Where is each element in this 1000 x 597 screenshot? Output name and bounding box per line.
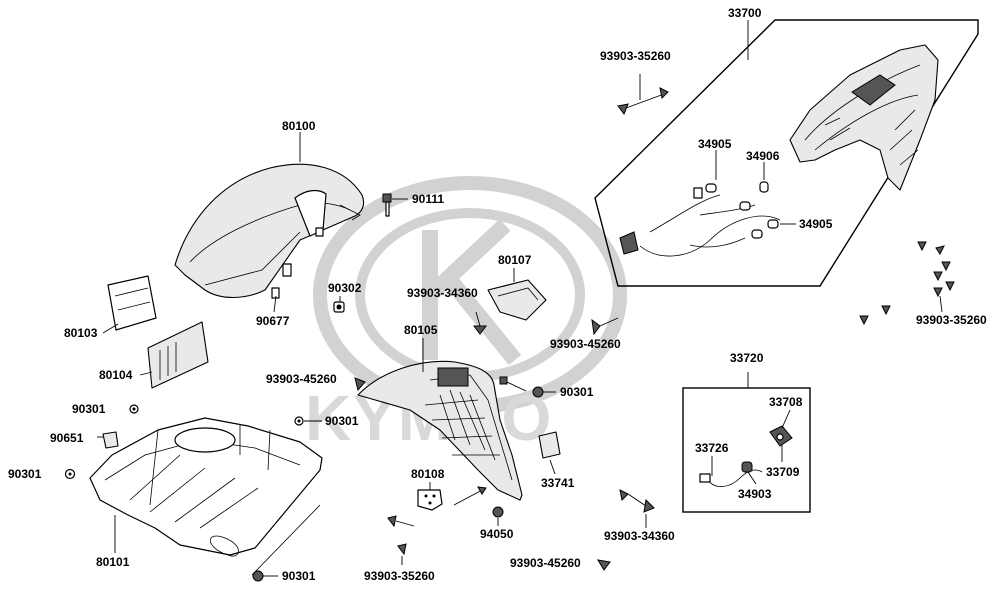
leader <box>781 409 791 429</box>
label-90301-e: 90301 <box>560 385 594 399</box>
leader <box>273 295 277 313</box>
license-lamp-part <box>699 425 793 487</box>
label-93903-35260-b: 93903-35260 <box>600 49 671 63</box>
label-33741: 33741 <box>541 476 575 490</box>
screw-93903-35260-c-part <box>859 241 955 326</box>
label-34905-a: 34905 <box>698 137 732 151</box>
label-90302: 90302 <box>328 281 362 295</box>
label-34905-b: 34905 <box>799 217 833 231</box>
screw-93903-45260-b-part <box>591 317 619 336</box>
label-33709: 33709 <box>766 465 800 479</box>
taillight-assembly-part <box>789 44 939 191</box>
group-box-33720 <box>682 387 811 513</box>
label-90301-b: 90301 <box>8 467 42 481</box>
license-bracket-part <box>357 360 523 501</box>
label-34906: 34906 <box>746 149 780 163</box>
nut-90301-c-part <box>294 416 304 426</box>
leader <box>939 295 943 313</box>
label-90651: 90651 <box>50 431 84 445</box>
bracket-90651-part <box>102 431 119 449</box>
label-80101: 80101 <box>96 555 130 569</box>
nut-90301-b-part <box>64 468 76 480</box>
label-93903-45260-b: 93903-45260 <box>550 337 621 351</box>
nut-94050-part <box>492 506 504 518</box>
under-cover-part <box>89 417 323 576</box>
reflector-33741-part <box>538 431 561 459</box>
group-box-33700 <box>594 19 979 287</box>
label-80100: 80100 <box>282 119 316 133</box>
screw-93903-45260-c-part <box>597 559 611 571</box>
rear-fender-part <box>174 163 365 299</box>
nut-90301-a-part <box>129 404 139 414</box>
label-90301-d: 90301 <box>282 569 316 583</box>
leader <box>549 459 556 475</box>
label-90677: 90677 <box>256 314 290 328</box>
leader <box>747 471 757 485</box>
label-80103: 80103 <box>64 326 98 340</box>
label-33726: 33726 <box>695 441 729 455</box>
label-93903-35260-c: 93903-35260 <box>916 313 987 327</box>
label-80105: 80105 <box>404 323 438 337</box>
plate-80108-part <box>417 489 443 511</box>
mud-flap-80104-part <box>147 321 209 389</box>
label-34903: 34903 <box>738 487 772 501</box>
label-93903-45260-c: 93903-45260 <box>510 556 581 570</box>
screw-93903-34360-b-part <box>619 489 655 513</box>
label-93903-35260-a: 93903-35260 <box>364 569 435 583</box>
label-90111: 90111 <box>412 192 444 206</box>
arrow-head <box>477 486 487 495</box>
label-93903-34360-a: 93903-34360 <box>407 286 478 300</box>
leader <box>139 371 153 376</box>
label-90301-a: 90301 <box>72 402 106 416</box>
screw-93903-35260-a-part <box>387 515 415 556</box>
label-33700: 33700 <box>728 6 762 20</box>
label-94050: 94050 <box>480 527 514 541</box>
cover-80107-part <box>487 279 547 321</box>
label-33708: 33708 <box>769 395 803 409</box>
leader <box>102 323 119 334</box>
label-90301-c: 90301 <box>325 414 359 428</box>
label-80104: 80104 <box>99 368 133 382</box>
clip-90302-part <box>333 301 345 313</box>
wiring-harness-part <box>619 181 781 257</box>
screw-93903-34360-a-part <box>473 311 487 335</box>
label-80107: 80107 <box>498 253 532 267</box>
label-33720: 33720 <box>730 351 764 365</box>
label-80108: 80108 <box>411 467 445 481</box>
bolt-90111-part <box>382 193 392 217</box>
label-93903-34360-b: 93903-34360 <box>604 529 675 543</box>
mud-flap-80103-part <box>107 275 157 331</box>
screw-93903-45260-a-part <box>354 377 366 392</box>
label-93903-45260-a: 93903-45260 <box>266 372 337 386</box>
nut-90301-d-part <box>252 570 264 582</box>
screw-93903-35260-b-part <box>617 74 669 116</box>
